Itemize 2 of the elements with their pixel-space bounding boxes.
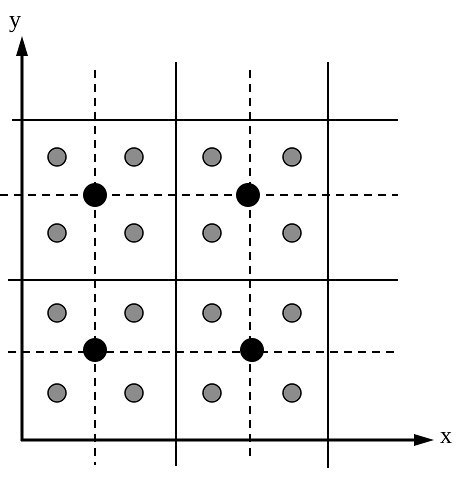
- axis-label: y: [9, 8, 21, 32]
- axis-label: x: [440, 424, 452, 448]
